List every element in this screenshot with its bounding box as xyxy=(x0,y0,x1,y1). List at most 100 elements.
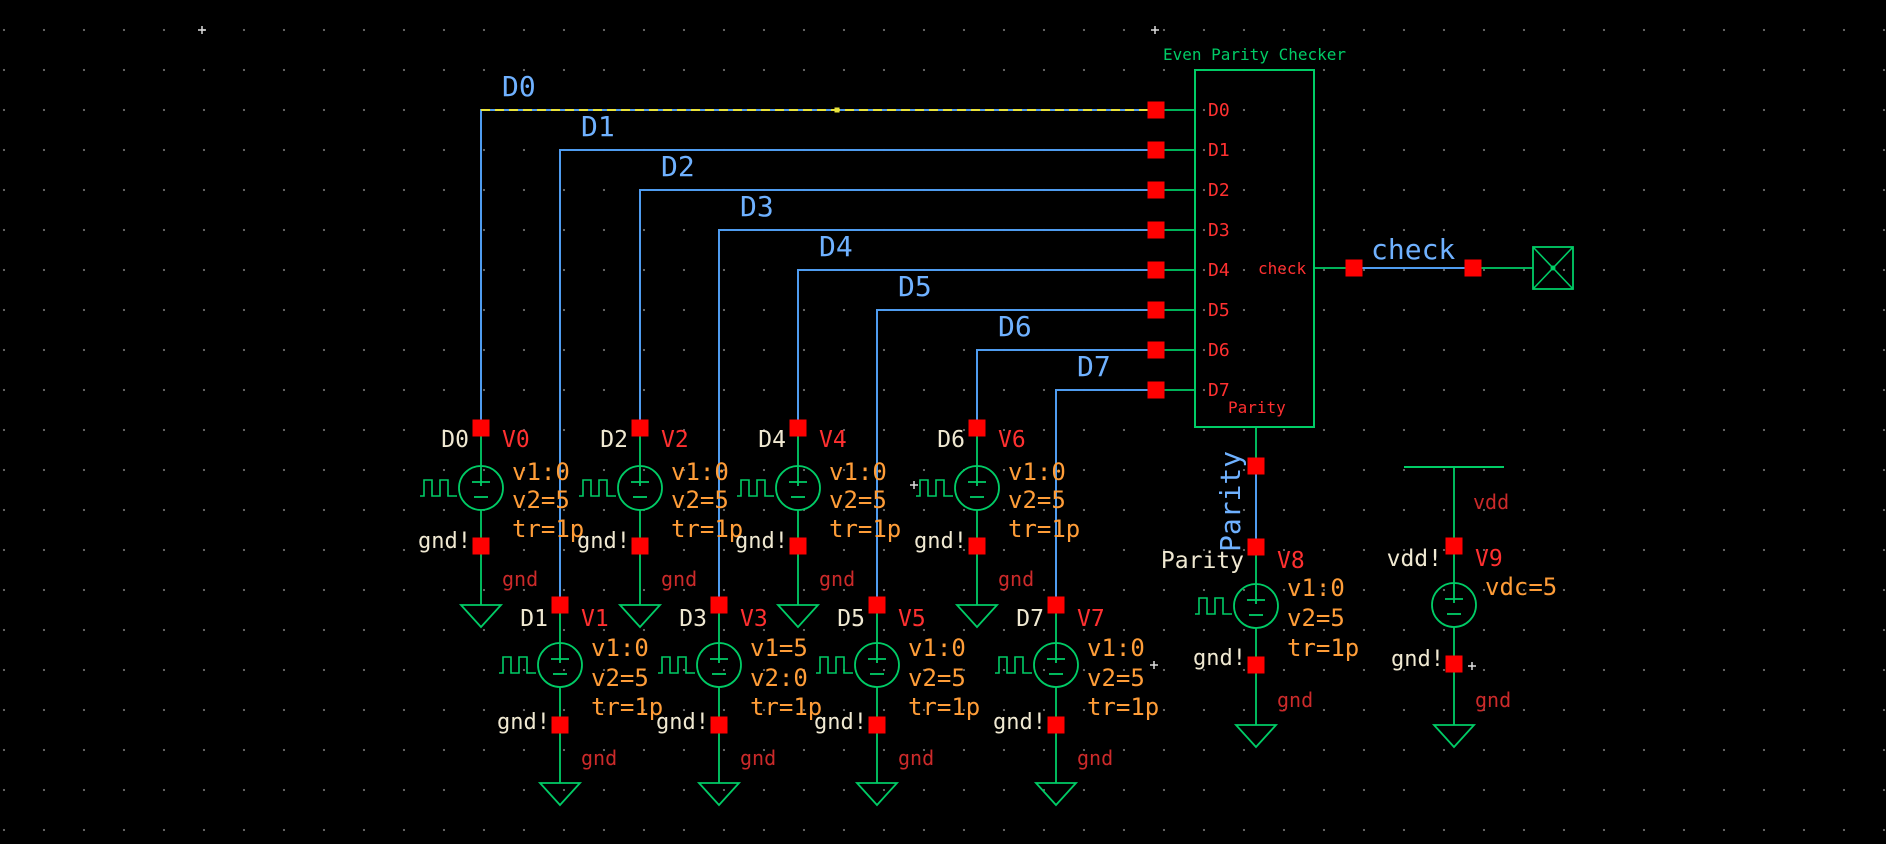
net-label-D1[interactable]: D1 xyxy=(581,110,615,143)
pin-square-D4[interactable] xyxy=(1147,261,1165,279)
wire-D6[interactable] xyxy=(976,349,1156,428)
instance-name-label[interactable]: V2 xyxy=(661,427,689,453)
net-name-label[interactable]: D1 xyxy=(520,606,548,632)
param-label[interactable]: v1:0 xyxy=(1287,574,1345,602)
net-label-D0[interactable]: D0 xyxy=(502,70,536,103)
terminal-top-square[interactable] xyxy=(710,596,728,614)
pin-square-D2[interactable] xyxy=(1147,181,1165,199)
net-label-D3[interactable]: D3 xyxy=(740,190,774,223)
gnd-net-label[interactable]: gnd! xyxy=(418,529,471,554)
net-name-label[interactable]: D3 xyxy=(679,606,707,632)
param-label[interactable]: v2:0 xyxy=(750,664,808,692)
terminal-top-square[interactable] xyxy=(1047,596,1065,614)
vdd-rail-symbol[interactable]: vdd xyxy=(1404,466,1509,546)
terminal-bottom-square[interactable] xyxy=(868,716,886,734)
terminal-bottom-square[interactable] xyxy=(710,716,728,734)
instance-name-label[interactable]: V1 xyxy=(581,606,609,632)
gnd-triangle[interactable] xyxy=(854,782,900,807)
terminal-top-square[interactable] xyxy=(551,596,569,614)
terminal-bottom-square[interactable] xyxy=(551,716,569,734)
terminal-bottom-square[interactable] xyxy=(1047,716,1065,734)
gnd-triangle[interactable] xyxy=(954,604,1000,629)
parity-pin-square[interactable] xyxy=(1247,457,1265,475)
param-label[interactable]: tr=1p xyxy=(591,693,663,721)
param-label[interactable]: tr=1p xyxy=(1287,634,1359,662)
net-label-check[interactable]: check xyxy=(1371,233,1455,266)
checker-box[interactable] xyxy=(1194,69,1315,428)
terminal-bottom-square[interactable] xyxy=(968,537,986,555)
gnd-net-label[interactable]: gnd! xyxy=(1391,647,1444,672)
even-parity-checker-symbol[interactable]: Even Parity CheckerD0D1D2D3D4D5D6D7check… xyxy=(1147,45,1347,428)
pin-square-D5[interactable] xyxy=(1147,301,1165,319)
gnd-triangle[interactable] xyxy=(617,604,663,629)
param-label[interactable]: v1:0 xyxy=(671,458,729,486)
instance-name-label[interactable]: V4 xyxy=(819,427,847,453)
gnd-net-label[interactable]: gnd! xyxy=(1193,646,1246,671)
wire-D5[interactable] xyxy=(876,309,1156,605)
net-name-label[interactable]: D5 xyxy=(837,606,865,632)
terminal-top-square[interactable] xyxy=(789,419,807,437)
vsource-circle[interactable] xyxy=(775,465,821,511)
gnd-net-label[interactable]: gnd! xyxy=(497,710,550,735)
gnd-net-label[interactable]: gnd! xyxy=(656,710,709,735)
terminal-bottom-square[interactable] xyxy=(1445,655,1463,673)
wire-D3[interactable] xyxy=(718,229,1156,605)
param-label[interactable]: tr=1p xyxy=(512,515,584,543)
instance-name-label[interactable]: V9 xyxy=(1475,546,1503,572)
param-label[interactable]: v1=5 xyxy=(750,634,808,662)
param-label[interactable]: v1:0 xyxy=(591,634,649,662)
pin-square-D6[interactable] xyxy=(1147,341,1165,359)
gnd-triangle[interactable] xyxy=(458,604,504,629)
instance-name-label[interactable]: V0 xyxy=(502,427,530,453)
pin-square-D1[interactable] xyxy=(1147,141,1165,159)
instance-name-label[interactable]: V5 xyxy=(898,606,926,632)
param-label[interactable]: v2=5 xyxy=(671,486,729,514)
wire-D7[interactable] xyxy=(1055,389,1156,605)
gnd-net-label[interactable]: gnd! xyxy=(577,529,630,554)
vsource-circle[interactable] xyxy=(1233,583,1279,629)
gnd-triangle[interactable] xyxy=(537,782,583,807)
net-label-D5[interactable]: D5 xyxy=(898,270,932,303)
terminal-bottom-square[interactable] xyxy=(1247,656,1265,674)
net-name-label[interactable]: D7 xyxy=(1016,606,1044,632)
param-label[interactable]: v1:0 xyxy=(1087,634,1145,662)
param-label[interactable]: tr=1p xyxy=(750,693,822,721)
output-pin-symbol[interactable] xyxy=(1532,246,1574,290)
net-name-label[interactable]: vdd! xyxy=(1387,546,1442,572)
param-label[interactable]: v1:0 xyxy=(1008,458,1066,486)
gnd-triangle[interactable] xyxy=(1431,724,1477,749)
wire-D1[interactable] xyxy=(559,149,1156,605)
pin-square-D0[interactable] xyxy=(1147,101,1165,119)
output-pin-box[interactable] xyxy=(1532,246,1574,290)
vsource-circle[interactable] xyxy=(537,642,583,688)
net-name-label[interactable]: D0 xyxy=(441,427,469,453)
net-name-label[interactable]: D4 xyxy=(758,427,786,453)
gnd-triangle[interactable] xyxy=(1033,782,1079,807)
net-label-D6[interactable]: D6 xyxy=(998,310,1032,343)
param-label[interactable]: v2=5 xyxy=(591,664,649,692)
param-label[interactable]: v1:0 xyxy=(512,458,570,486)
wire-D2[interactable] xyxy=(639,189,1156,428)
vsource-circle[interactable] xyxy=(1431,582,1477,628)
gnd-triangle[interactable] xyxy=(775,604,821,629)
wire-D4[interactable] xyxy=(797,269,1156,428)
param-label[interactable]: tr=1p xyxy=(908,693,980,721)
gnd-triangle[interactable] xyxy=(1233,724,1279,749)
terminal-top-square[interactable] xyxy=(868,596,886,614)
gnd-net-label[interactable]: gnd! xyxy=(914,529,967,554)
terminal-bottom-square[interactable] xyxy=(631,537,649,555)
instance-name-label[interactable]: V8 xyxy=(1277,548,1305,574)
param-label[interactable]: v2=5 xyxy=(1287,604,1345,632)
param-label[interactable]: tr=1p xyxy=(829,515,901,543)
instance-name-label[interactable]: V6 xyxy=(998,427,1026,453)
net-label-D7[interactable]: D7 xyxy=(1077,350,1111,383)
